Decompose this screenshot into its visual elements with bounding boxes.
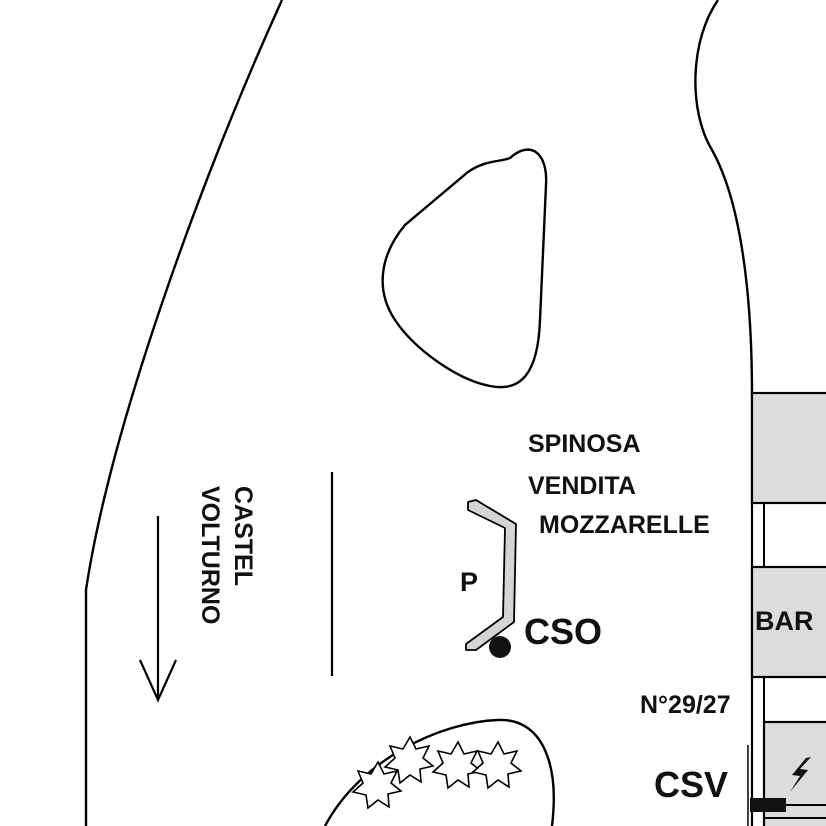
building-row <box>750 391 826 826</box>
arrow-down-icon <box>138 516 178 703</box>
bar-label: BAR <box>755 606 814 636</box>
cso-marker-label: CSO <box>524 611 602 652</box>
shop-name-line3: MOZZARELLE <box>539 511 710 539</box>
street-name-line2: VOLTURNO <box>196 486 224 624</box>
shop-name-line2: VENDITA <box>528 472 636 500</box>
building-top <box>750 391 826 505</box>
street-name-line1: CASTEL <box>229 486 257 586</box>
traffic-island <box>381 148 548 389</box>
csv-marker-block <box>750 798 786 812</box>
lightning-icon <box>790 757 811 792</box>
address-number: N°29/27 <box>640 691 731 719</box>
star-bush-icon <box>351 735 523 810</box>
road-edge-right <box>694 0 754 396</box>
parking-label: P <box>460 567 478 597</box>
building-bar <box>750 565 826 679</box>
csv-marker-label: CSV <box>654 764 728 805</box>
cso-marker-dot <box>489 636 511 658</box>
road-edge-left <box>84 0 284 826</box>
parking-bay <box>465 499 517 651</box>
shop-name-line1: SPINOSA <box>528 430 641 458</box>
